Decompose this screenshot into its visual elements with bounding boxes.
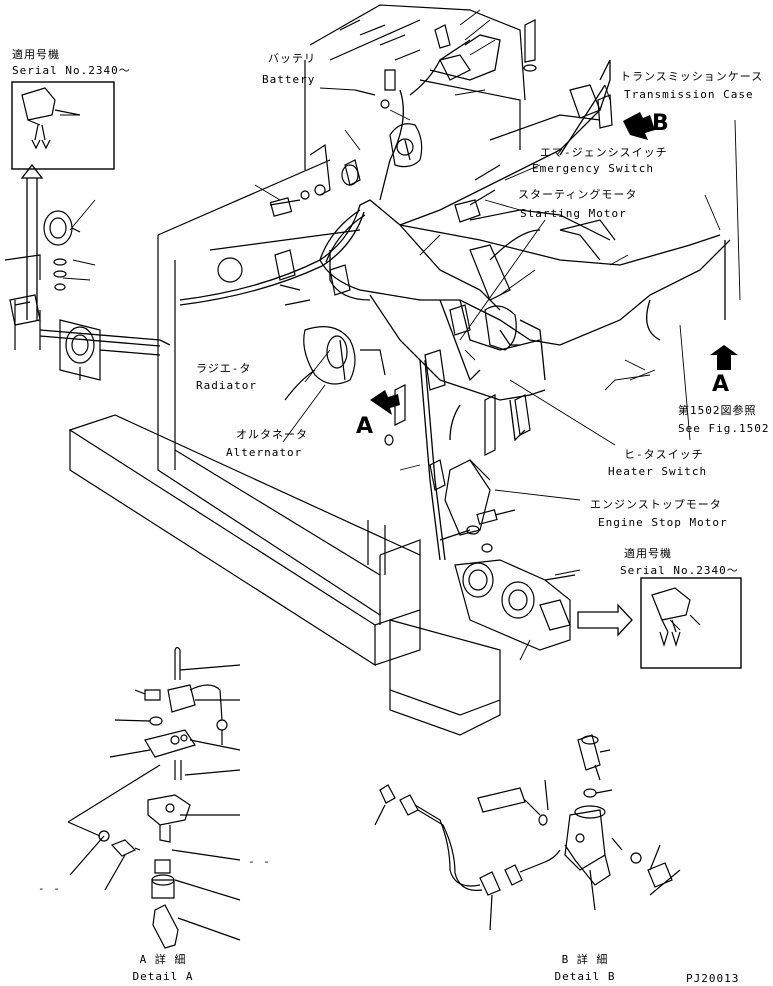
see-fig-label-en: See Fig.1502	[678, 422, 770, 435]
battery-label-jp: バッテリ	[268, 52, 316, 65]
serial-label-right-en: Serial No.2340～	[620, 564, 739, 577]
reference-arrows	[20, 163, 633, 637]
emergency-switch-label-en: Emergency Switch	[532, 162, 654, 175]
marker-a-right: A	[712, 372, 730, 397]
heater-switch-label-jp: ヒ-タスイッチ	[624, 448, 704, 461]
inset-box-left	[11, 81, 115, 170]
dash-mark-right: - -	[248, 855, 271, 868]
alternator-part	[217, 249, 386, 401]
engine-block	[304, 4, 611, 261]
detail-a-label-jp: A 詳 細	[139, 953, 187, 966]
emergency-switch-label-jp: エマ-ジェンシスイッチ	[540, 146, 668, 159]
alternator-label-jp: オルタネータ	[236, 428, 308, 441]
inset-box-right	[640, 577, 742, 669]
battery-label-en: Battery	[262, 73, 316, 86]
battery-cable-group	[269, 19, 613, 217]
engine-stop-motor-label-jp: エンジンストップモータ	[590, 498, 722, 511]
engine-stop-motor-label-en: Engine Stop Motor	[598, 516, 728, 529]
starting-motor-label-en: Starting Motor	[520, 207, 627, 220]
serial-label-left-en: Serial No.2340～	[12, 64, 131, 77]
heater-switch-label-en: Heater Switch	[608, 465, 708, 478]
starting-motor-label-jp: スターティングモータ	[518, 188, 638, 201]
detail-a-drawing	[67, 646, 241, 949]
transmission-case-label-en: Transmission Case	[624, 88, 754, 101]
drawing-number: PJ20013	[686, 972, 740, 985]
leader-lines	[60, 9, 741, 661]
heater-switch-part	[384, 244, 531, 491]
see-fig-label-jp: 第1502図参照	[678, 404, 757, 417]
detail-b-drawing	[374, 734, 681, 931]
headlight-cluster-left	[4, 210, 101, 381]
radiator-label-en: Radiator	[196, 379, 257, 392]
engine-stop-motor-part	[444, 459, 516, 553]
solid-arrows	[370, 112, 738, 415]
emergency-switch-part	[454, 164, 616, 241]
detail-b-label-en: Detail B	[554, 970, 616, 983]
detail-a-label-en: Detail A	[132, 970, 194, 983]
detail-b-label-jp: B 詳 細	[561, 953, 609, 966]
marker-b: B	[652, 111, 669, 136]
marker-a-left: A	[356, 414, 374, 439]
chassis-frame	[68, 159, 501, 736]
dash-mark-left: - -	[38, 882, 61, 895]
transmission-case-label-jp: トランスミッションケース	[620, 70, 764, 83]
radiator-label-jp: ラジエ-タ	[196, 362, 252, 375]
serial-label-right-jp: 適用号機	[624, 547, 672, 560]
serial-label-left-jp: 適用号機	[12, 48, 60, 61]
headlight-cluster-right	[454, 559, 576, 651]
wire-harness	[39, 34, 731, 561]
alternator-label-en: Alternator	[226, 446, 303, 459]
